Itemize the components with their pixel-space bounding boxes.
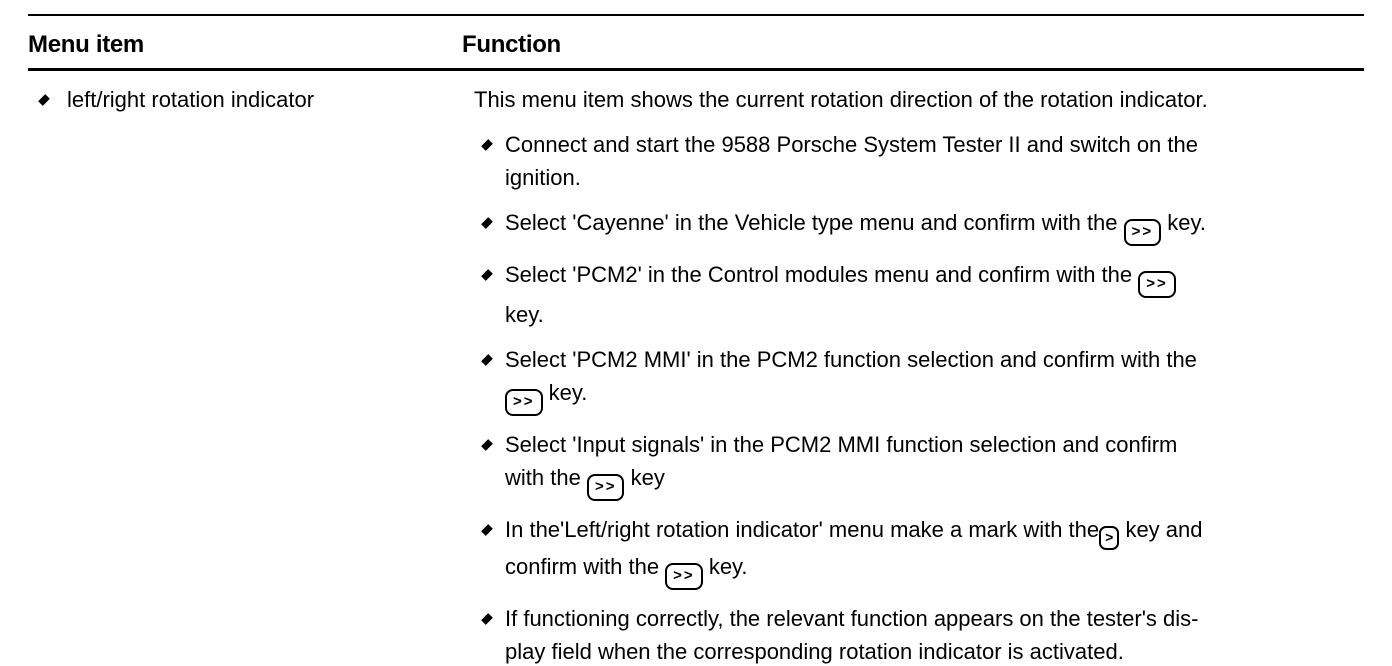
text-segment: Select 'Input signals' in the PCM2 MMI f… — [505, 432, 1178, 457]
list-item: If functioning correctly, the relevant f… — [474, 602, 1364, 666]
step-text: Select 'PCM2' in the Control modules men… — [505, 258, 1176, 331]
double-arrow-key-icon: >> — [1123, 219, 1162, 246]
list-item: Connect and start the 9588 Porsche Syste… — [474, 128, 1364, 194]
text-segment: key. — [505, 302, 544, 327]
bullet-diamond-icon — [481, 139, 493, 151]
menu-item-cell: left/right rotation indicator — [28, 83, 474, 666]
bullet-diamond-icon — [481, 439, 493, 451]
step-line: Select 'Cayenne' in the Vehicle type men… — [505, 206, 1206, 246]
list-item: Select 'Cayenne' in the Vehicle type men… — [474, 206, 1364, 246]
step-line: >> key. — [505, 376, 1197, 416]
double-arrow-key-icon: >> — [505, 389, 543, 416]
function-table: Menu item Function left/right rotation i… — [28, 14, 1364, 666]
text-segment: key — [624, 465, 665, 490]
bullet-diamond-icon — [481, 269, 493, 281]
column-header-function: Function — [462, 31, 561, 58]
text-segment: Select 'PCM2 MMI' in the PCM2 function s… — [505, 347, 1197, 372]
step-line: key. — [505, 298, 1176, 331]
text-segment: Select 'PCM2' in the Control modules men… — [505, 262, 1139, 287]
bullet-diamond-icon — [38, 94, 50, 106]
text-segment: Select 'Cayenne' in the Vehicle type men… — [505, 210, 1124, 235]
text-segment: key. — [542, 380, 588, 405]
header-rule — [28, 68, 1364, 71]
step-line: In the'Left/right rotation indicator' me… — [505, 513, 1203, 550]
table-header-row: Menu item Function — [28, 16, 1364, 58]
column-header-menu-item: Menu item — [28, 31, 144, 58]
text-segment: key. — [702, 554, 748, 579]
top-rule — [28, 14, 1364, 16]
step-line: Connect and start the 9588 Porsche Syste… — [505, 128, 1198, 161]
menu-item-label: left/right rotation indicator — [67, 87, 315, 112]
step-text: Select 'PCM2 MMI' in the PCM2 function s… — [505, 343, 1197, 416]
step-text: Connect and start the 9588 Porsche Syste… — [505, 128, 1198, 194]
text-segment: If functioning correctly, the relevant f… — [505, 606, 1199, 631]
instruction-list: Connect and start the 9588 Porsche Syste… — [474, 128, 1364, 666]
bullet-diamond-icon — [481, 613, 493, 625]
list-item: In the'Left/right rotation indicator' me… — [474, 513, 1364, 590]
step-line: play field when the corresponding rotati… — [505, 635, 1199, 666]
intro-paragraph: This menu item shows the current rotatio… — [474, 87, 1208, 112]
text-segment: key and — [1119, 517, 1203, 542]
double-arrow-key-icon: >> — [1138, 271, 1176, 298]
step-line: Select 'PCM2 MMI' in the PCM2 function s… — [505, 343, 1197, 376]
text-segment: play field when the corresponding rotati… — [505, 639, 1124, 664]
step-text: In the'Left/right rotation indicator' me… — [505, 513, 1203, 590]
step-line: If functioning correctly, the relevant f… — [505, 602, 1199, 635]
single-arrow-key-icon: > — [1099, 526, 1120, 550]
bullet-diamond-icon — [481, 524, 493, 536]
double-arrow-key-icon: >> — [586, 474, 625, 501]
step-text: If functioning correctly, the relevant f… — [505, 602, 1199, 666]
text-segment: ignition. — [505, 165, 581, 190]
list-item: Select 'Input signals' in the PCM2 MMI f… — [474, 428, 1364, 501]
list-item: Select 'PCM2 MMI' in the PCM2 function s… — [474, 343, 1364, 416]
text-segment: key. — [1161, 210, 1207, 235]
bullet-diamond-icon — [481, 354, 493, 366]
step-line: with the >> key — [505, 461, 1177, 501]
step-text: Select 'Cayenne' in the Vehicle type men… — [505, 206, 1206, 246]
table-body-row: left/right rotation indicator This menu … — [28, 71, 1364, 666]
step-line: confirm with the >> key. — [505, 550, 1203, 590]
step-line: Select 'Input signals' in the PCM2 MMI f… — [505, 428, 1177, 461]
step-line: Select 'PCM2' in the Control modules men… — [505, 258, 1176, 298]
function-cell: This menu item shows the current rotatio… — [474, 83, 1364, 666]
step-text: Select 'Input signals' in the PCM2 MMI f… — [505, 428, 1177, 501]
text-segment: with the — [505, 465, 587, 490]
text-segment: In the'Left/right rotation indicator' me… — [505, 517, 1100, 542]
list-item: Select 'PCM2' in the Control modules men… — [474, 258, 1364, 331]
step-line: ignition. — [505, 161, 1198, 194]
text-segment: confirm with the — [505, 554, 666, 579]
text-segment: Connect and start the 9588 Porsche Syste… — [505, 132, 1198, 157]
bullet-diamond-icon — [481, 217, 493, 229]
double-arrow-key-icon: >> — [665, 563, 703, 590]
